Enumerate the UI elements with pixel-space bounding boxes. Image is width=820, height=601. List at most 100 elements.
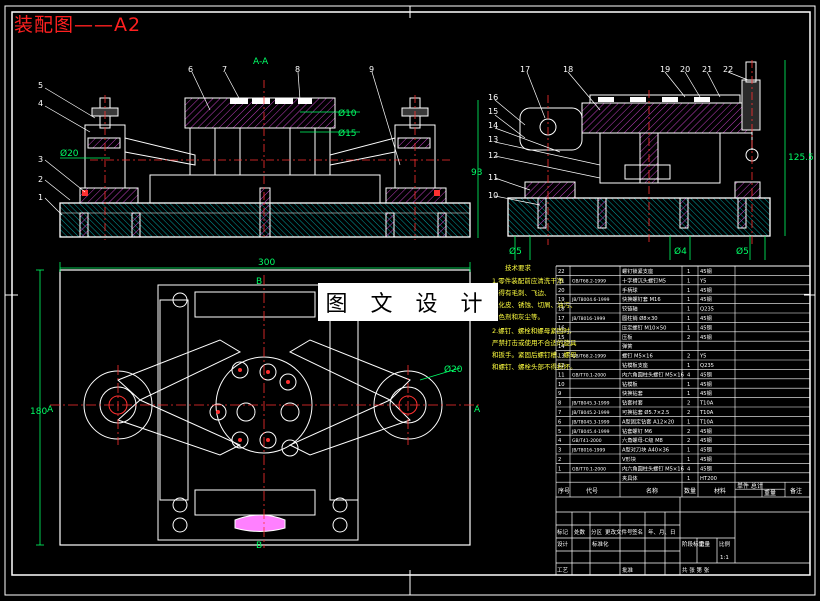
bom-cell: T10A bbox=[699, 401, 714, 407]
dim-d20-plan: Ø20 bbox=[444, 364, 463, 375]
bom-cell: GB/T70.1-2000 bbox=[572, 466, 606, 472]
bom-cell: 45钢 bbox=[700, 455, 712, 463]
bom-cell: 1 bbox=[687, 316, 690, 322]
bom-header-cell: 单件 总计 bbox=[737, 482, 763, 490]
bom-cell: 45钢 bbox=[700, 380, 712, 388]
bom-cell: 1 bbox=[687, 457, 690, 463]
bom-cell: 2 bbox=[558, 457, 561, 463]
tb-stage: 阶段标记 bbox=[682, 540, 705, 548]
tb-approve: 批准 bbox=[622, 566, 634, 574]
tb-sheets: 共 张 第 张 bbox=[682, 566, 710, 574]
bom-cell: JB/T8045.3-1999 bbox=[571, 401, 610, 407]
bom-cell: 9 bbox=[558, 391, 561, 397]
bom-cell: HT200 bbox=[700, 476, 717, 482]
bom-cell: 4 bbox=[558, 438, 562, 444]
bom-cell: 夹具体 bbox=[622, 474, 638, 482]
bom-cell: JB/T8045.3-1999 bbox=[571, 419, 610, 425]
bom-cell: 45钢 bbox=[700, 333, 712, 341]
dim-h93: 93 bbox=[471, 168, 482, 178]
bom-cell: 18 bbox=[558, 307, 565, 313]
bom-cell: 45钢 bbox=[700, 314, 712, 322]
bom-cell: 2 bbox=[687, 438, 690, 444]
bom-cell: Y5 bbox=[699, 354, 706, 360]
bom-cell: GB/T68.2-1999 bbox=[572, 354, 606, 360]
note-line: 不得有毛刺、飞边、 bbox=[492, 288, 551, 297]
balloon-7: 7 bbox=[222, 65, 227, 74]
dim-h125: 125.5 bbox=[788, 153, 814, 163]
note-line: 和扳手。紧固后螺钉槽、螺母 bbox=[492, 350, 577, 359]
bom-cell: 钻模板支座 bbox=[622, 361, 648, 369]
bom-cell: 7 bbox=[558, 410, 561, 416]
bom-cell: 钻模板 bbox=[622, 380, 638, 388]
balloon-8: 8 bbox=[295, 65, 300, 74]
balloon-6: 6 bbox=[188, 65, 193, 74]
bom-cell: Q235 bbox=[700, 307, 714, 313]
tb-count: 处数 bbox=[574, 528, 586, 536]
balloon-17: 17 bbox=[520, 65, 530, 74]
bom-cell: 十字槽沉头螺钉M5 bbox=[622, 276, 666, 284]
bom-cell: 压板 bbox=[622, 333, 633, 341]
dim-d15: Ø15 bbox=[338, 128, 357, 139]
bom-cell: 3 bbox=[558, 448, 561, 454]
bom-cell: 14 bbox=[558, 344, 565, 350]
bom-cell: 1 bbox=[687, 419, 690, 425]
bom-cell: GB/T41-2000 bbox=[572, 438, 602, 444]
tb-scale: 比例 bbox=[719, 540, 731, 548]
bom-cell: T10A bbox=[699, 410, 714, 416]
bom-cell: 1 bbox=[687, 363, 690, 369]
bom-cell: 六角螺母-C级 M8 bbox=[622, 436, 663, 444]
bom-cell: 8 bbox=[558, 401, 561, 407]
bom-cell: JB/T8004.6-1999 bbox=[571, 297, 610, 303]
bom-cell: 45钢 bbox=[700, 267, 712, 275]
balloon-10: 10 bbox=[488, 191, 498, 200]
section-b-bottom: B bbox=[256, 541, 262, 551]
bom-cell: 45钢 bbox=[700, 446, 712, 454]
balloon-13: 13 bbox=[488, 135, 498, 144]
balloon-22: 22 bbox=[723, 65, 733, 74]
tb-design: 设计 bbox=[557, 540, 569, 548]
note-line: 1.零件装配前应清洗干净 bbox=[492, 276, 564, 285]
note-line: 氧化皮、锈蚀、切屑、油污、 bbox=[492, 300, 577, 309]
dim-w300: 300 bbox=[258, 258, 275, 268]
bom-cell: 1 bbox=[558, 466, 561, 472]
bom-cell: 22 bbox=[558, 269, 565, 275]
bom-cell: 45钢 bbox=[700, 389, 712, 397]
title-block-texts: 标记 处数 分区 更改文件号 签名 年、月、日 设计 标准化 阶段标记 重量 比… bbox=[557, 528, 731, 574]
note-line: 严禁打击或使用不合适的旋具 bbox=[492, 338, 577, 347]
dim-d5-left: Ø5 bbox=[509, 246, 522, 257]
balloon-19: 19 bbox=[660, 65, 670, 74]
bom-cell: A型固定钻套 A12×20 bbox=[622, 417, 674, 425]
bom-cell: 压定螺钉 M10×50 bbox=[622, 323, 666, 331]
bom-header-cell: 材料 bbox=[714, 487, 726, 495]
tb-sign: 签名 bbox=[632, 528, 643, 536]
leader-lines bbox=[44, 71, 749, 216]
bom-cell: 45钢 bbox=[700, 295, 712, 303]
balloon-2: 2 bbox=[38, 175, 43, 184]
bom-cell: 1 bbox=[687, 278, 690, 284]
tb-mark: 标记 bbox=[557, 528, 569, 536]
bom-cell: 1 bbox=[687, 382, 690, 388]
bom-cell: 20 bbox=[558, 288, 565, 294]
technical-notes: 技术要求 1.零件装配前应清洗干净 不得有毛刺、飞边、 氧化皮、锈蚀、切屑、油污… bbox=[492, 263, 577, 371]
bom-cell: 45钢 bbox=[700, 370, 712, 378]
bom-cell: GB/T70.1-2000 bbox=[572, 372, 606, 378]
balloon-14: 14 bbox=[488, 121, 498, 130]
balloon-20: 20 bbox=[680, 65, 690, 74]
bom-cell: 45钢 bbox=[700, 323, 712, 331]
bom-cell: 4 bbox=[687, 372, 691, 378]
tb-weight: 重量 bbox=[699, 540, 711, 548]
bom-cell: 螺钉 M5×16 bbox=[622, 352, 653, 360]
balloon-18: 18 bbox=[563, 65, 573, 74]
bom-cell: 2 bbox=[687, 429, 690, 435]
bom-cell: 1 bbox=[687, 307, 690, 313]
bom-cell: 螺钉锁紧支座 bbox=[622, 267, 653, 275]
bom-cell: JB/T8016-1999 bbox=[571, 448, 605, 454]
bom-cell: JB/T8045.4-1999 bbox=[571, 429, 610, 435]
bom-cell: 钻套衬套 bbox=[622, 399, 644, 407]
note-line: 着色剂和灰尘等。 bbox=[492, 312, 544, 321]
tb-date: 年、月、日 bbox=[648, 528, 676, 536]
bom-cell: 45钢 bbox=[700, 427, 712, 435]
dimension-texts: A-A Ø10 Ø15 Ø20 93 125.5 300 180 Ø20 Ø5 … bbox=[30, 57, 814, 551]
bom-cell: 2 bbox=[687, 335, 690, 341]
